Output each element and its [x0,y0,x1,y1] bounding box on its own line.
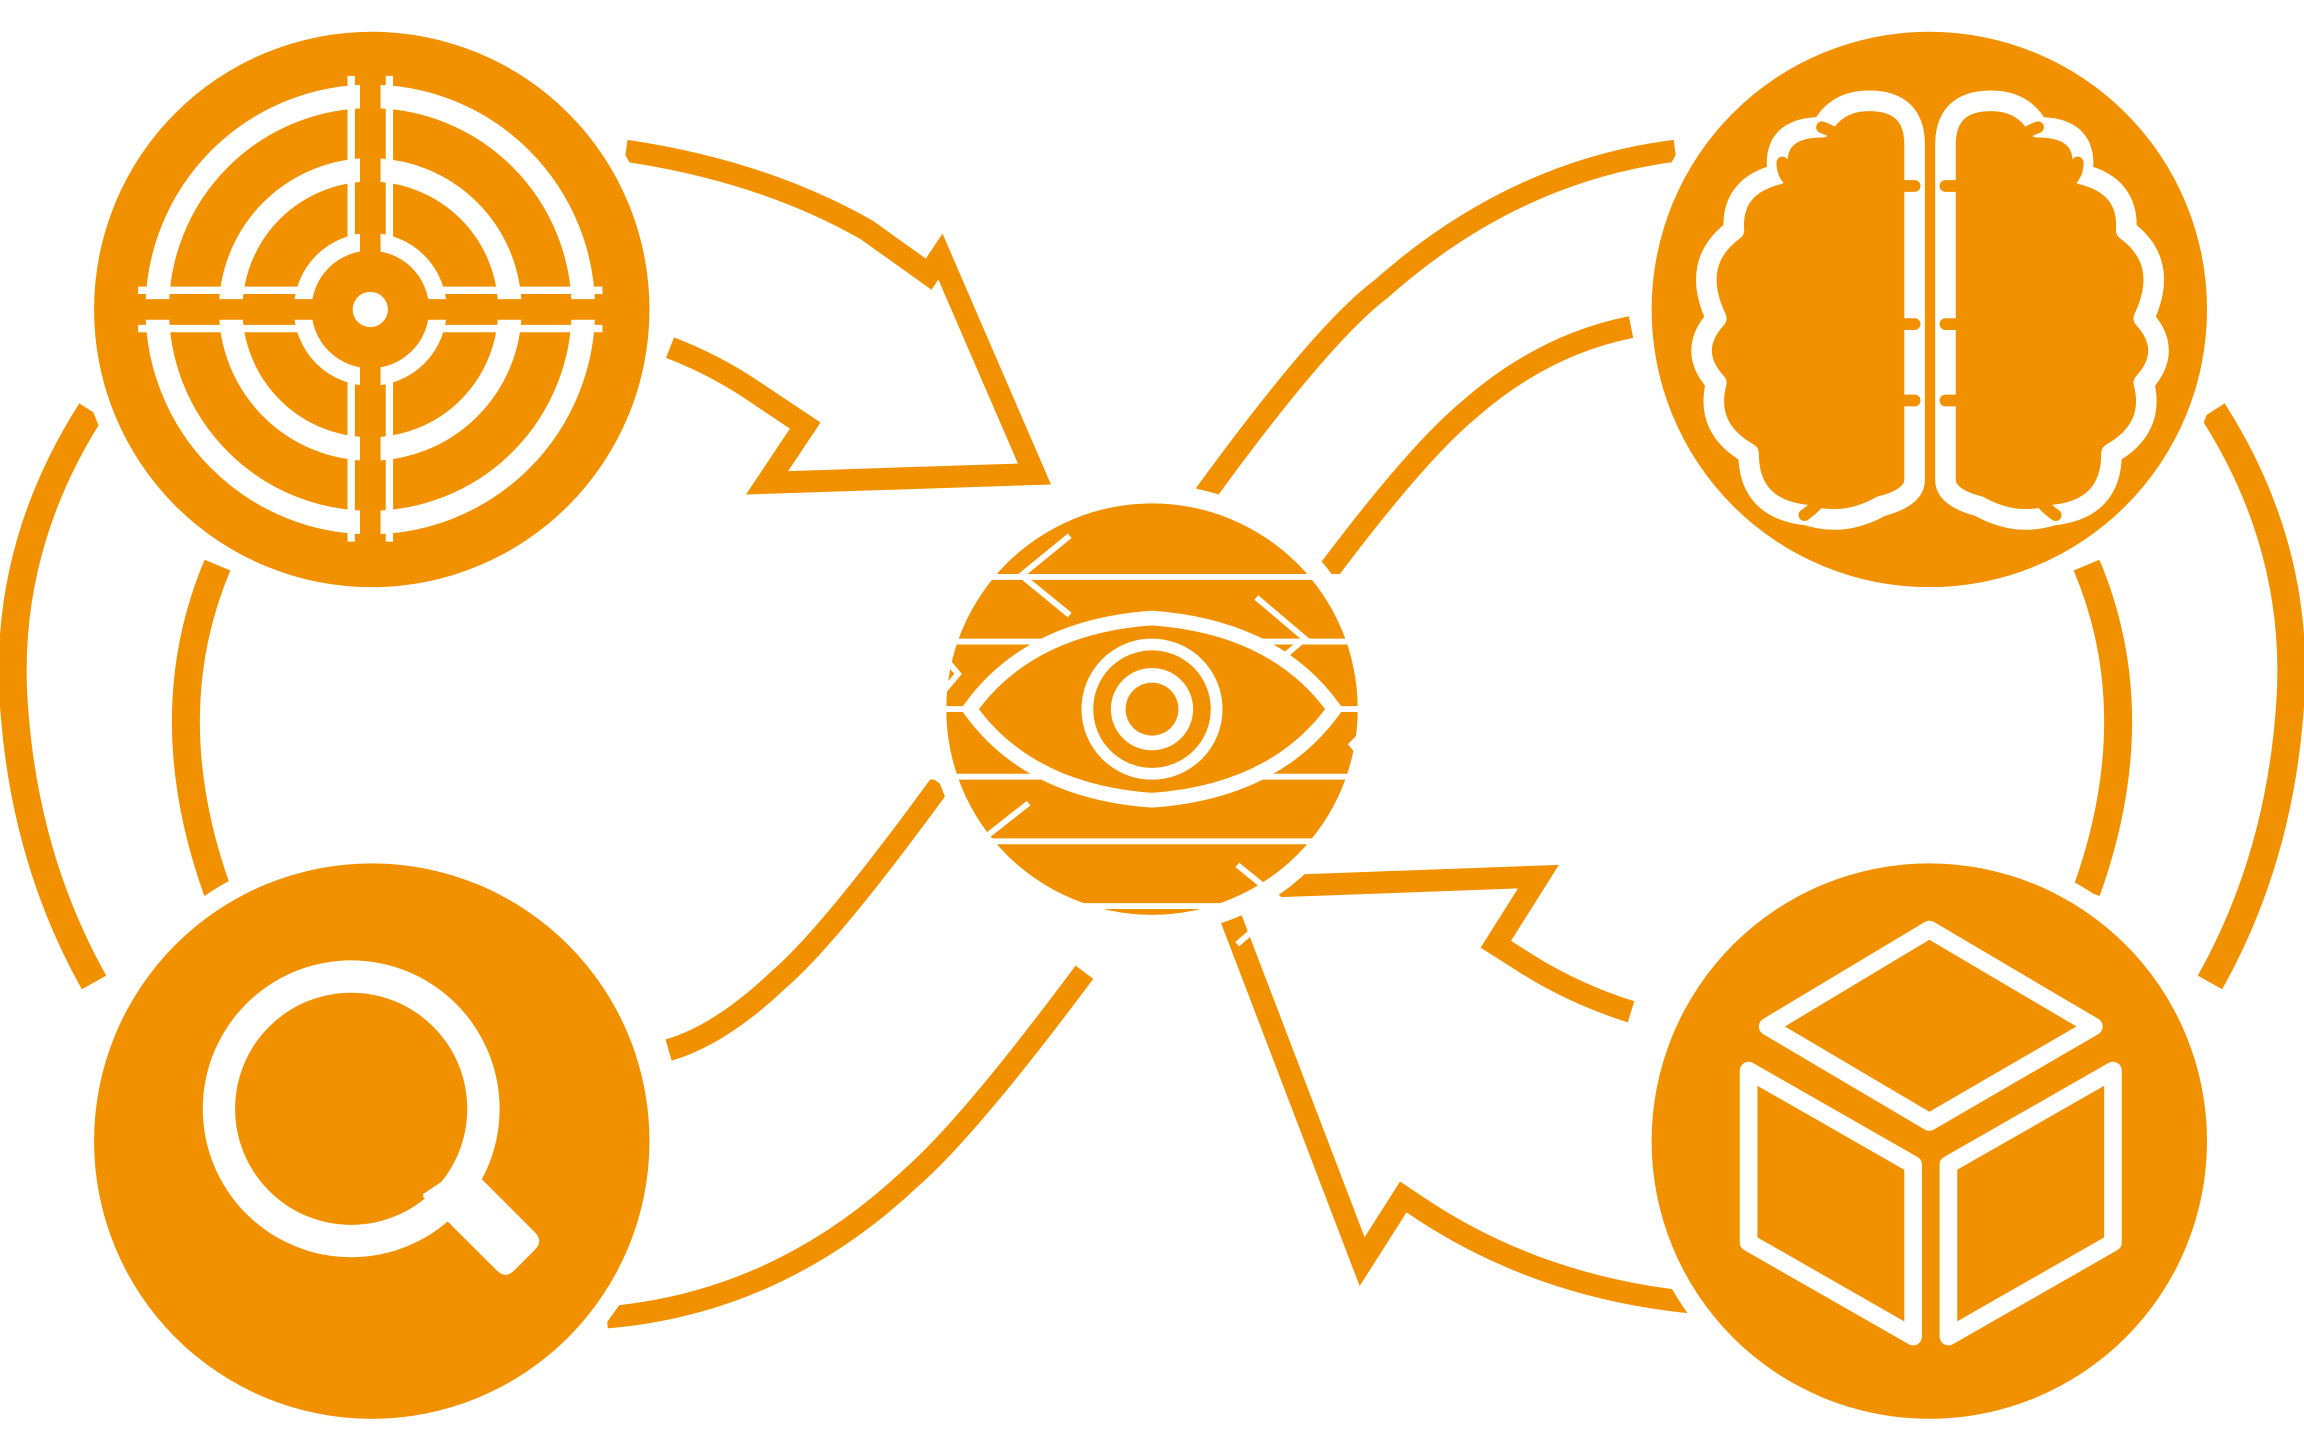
eye-icon [925,533,1382,947]
left-cycle-arc-outer [0,403,107,990]
center-to-bottom-left-flow-inner [665,777,950,1061]
center-to-top-right-flow-inner [1294,316,1634,612]
node-top-right [1651,31,2208,588]
top-left-to-center-arrow [624,139,1051,495]
left-cycle-arc-inner [172,559,231,897]
eye-pupil [1125,682,1179,736]
right-cycle-arc-outer [2197,403,2304,990]
right-cycle-arc-inner [2073,559,2132,897]
bottom-right-to-center-arrow [1203,864,1696,1314]
center-to-top-right-flow-outer [1195,139,1677,502]
magnifier-icon [202,960,540,1275]
target-crosshair-lines [138,75,603,542]
center-to-bottom-left-flow-outer [605,965,1094,1329]
cube-icon [1739,920,2122,1346]
connectors [0,139,2304,1329]
brain-folds [1736,121,2124,522]
target-icon [132,71,609,548]
